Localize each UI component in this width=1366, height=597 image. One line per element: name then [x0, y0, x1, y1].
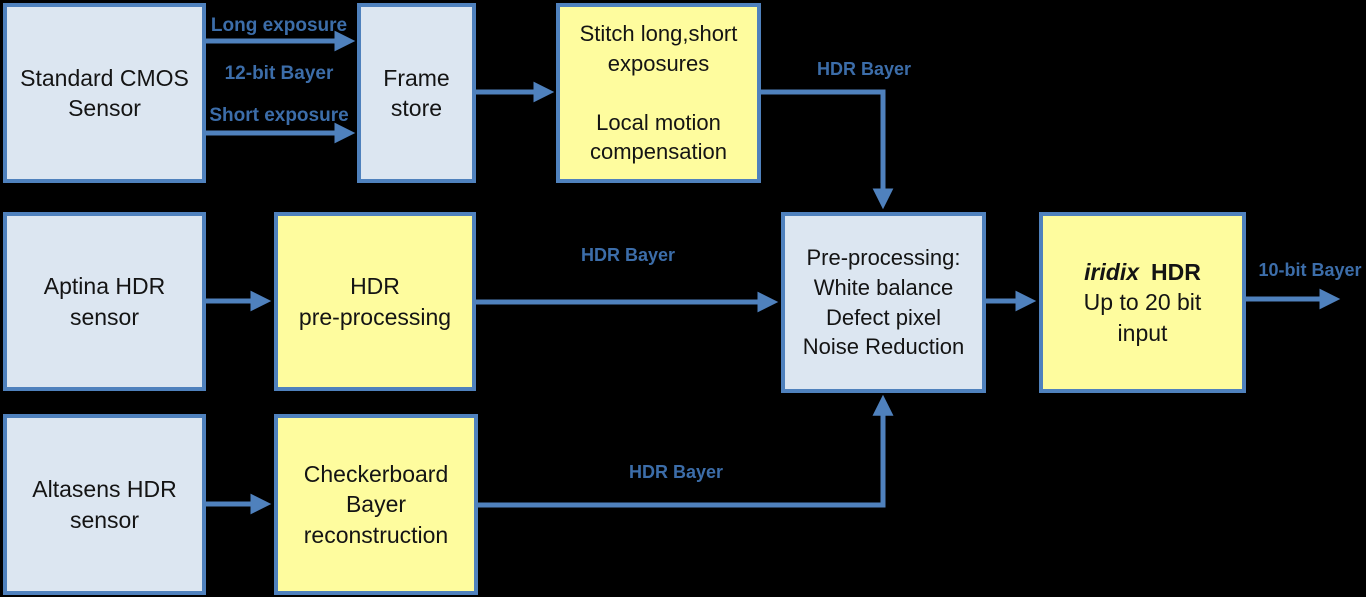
edge-label-short-exposure: Short exposure: [209, 105, 349, 126]
edge-label-hdr-bayer-bottom: HDR Bayer: [628, 462, 724, 482]
edge-label-long-exposure: Long exposure: [210, 15, 348, 36]
node-iridix-hdr: iridix HDR Up to 20 bit input: [1039, 212, 1246, 393]
edge-label-10-bit-bayer: 10-bit Bayer: [1258, 260, 1362, 280]
node-stitch-exposures: Stitch long,short exposures Local motion…: [556, 3, 761, 183]
connector-stitch-to-preprocessing: [760, 89, 894, 210]
iridix-subtitle: Up to 20 bit input: [1083, 289, 1202, 346]
node-checkerboard-bayer: Checkerboard Bayer reconstruction: [274, 414, 478, 595]
iridix-title-suffix: HDR: [1151, 258, 1201, 285]
node-frame-store: Frame store: [357, 3, 476, 183]
edge-label-12-bit-bayer: 12-bit Bayer: [224, 63, 334, 84]
node-preprocessing: Pre-processing: White balance Defect pix…: [781, 212, 986, 393]
iridix-text: iridix HDR Up to 20 bit input: [1084, 257, 1202, 348]
node-hdr-preprocessing: HDR pre-processing: [274, 212, 476, 391]
node-standard-cmos-sensor: Standard CMOS Sensor: [3, 3, 206, 183]
iridix-title: iridix HDR: [1084, 257, 1201, 287]
iridix-brand: iridix: [1084, 258, 1140, 285]
edge-label-hdr-bayer-middle: HDR Bayer: [580, 245, 676, 265]
edge-label-hdr-bayer-top: HDR Bayer: [816, 59, 912, 79]
node-altasens-hdr-sensor: Altasens HDR sensor: [3, 414, 206, 595]
node-aptina-hdr-sensor: Aptina HDR sensor: [3, 212, 206, 391]
connector-checkerboard-to-preprocessing: [477, 394, 894, 508]
